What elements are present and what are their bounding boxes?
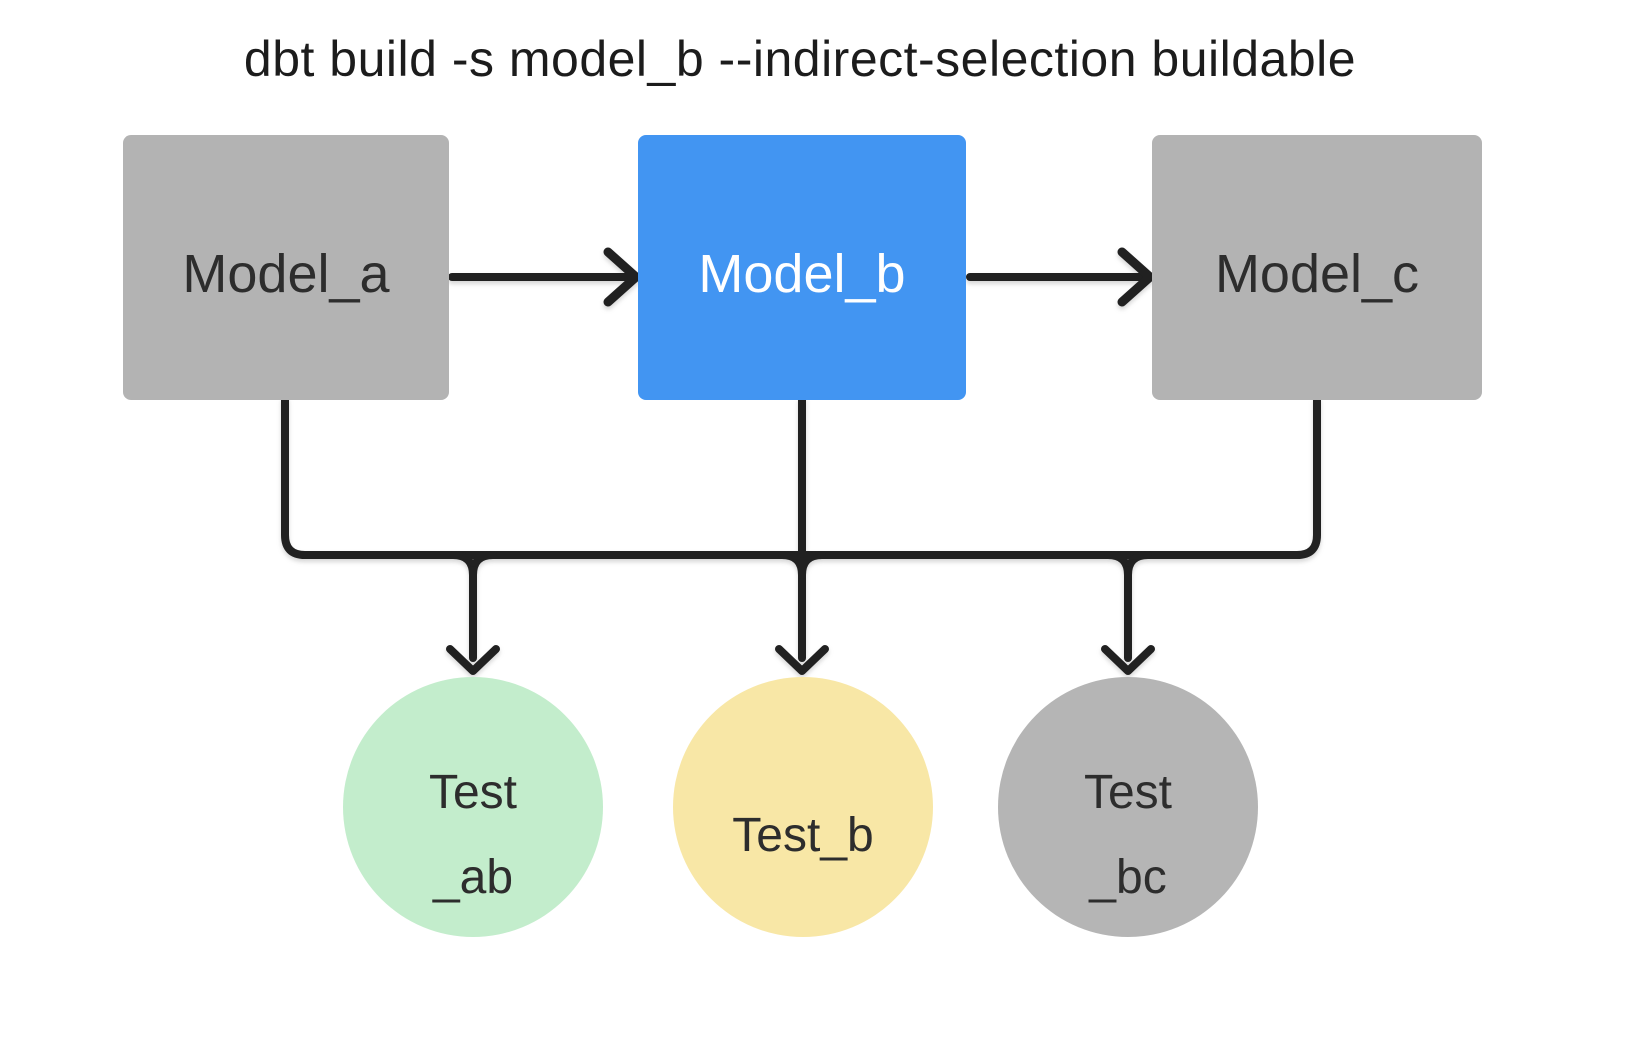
arrow-model-b-to-model-c-icon [966,247,1155,307]
node-test-ab: Test _ab [343,677,603,937]
test-bc-line1: Test [1083,766,1173,819]
node-test-b: Test_b [673,677,933,937]
node-model-c: Model_c [1152,135,1482,400]
node-model-b-label: Model_b [698,243,906,304]
node-test-ab-label: Test _ab [429,750,517,920]
node-model-a: Model_a [123,135,449,400]
node-test-b-label: Test_b [732,793,873,878]
node-test-bc: Test _bc [998,677,1258,937]
node-model-c-label: Model_c [1214,243,1420,304]
node-model-b: Model_b [638,135,966,400]
arrow-bus-to-test-ab-icon [446,551,500,675]
arrow-model-b-to-test-b-icon [775,396,829,675]
diagram-title: dbt build -s model_b --indirect-selectio… [243,31,1357,87]
test-bc-line2: _bc [1089,851,1167,904]
node-test-bc-label: Test _bc [1084,750,1172,920]
test-b-line1: Test_b [732,808,874,862]
test-ab-line2: _ab [432,851,514,904]
arrow-model-a-to-model-b-icon [448,247,641,307]
node-model-a-label: Model_a [182,243,390,304]
arrow-bus-to-test-bc-icon [1101,551,1155,675]
test-ab-line1: Test [428,766,518,819]
